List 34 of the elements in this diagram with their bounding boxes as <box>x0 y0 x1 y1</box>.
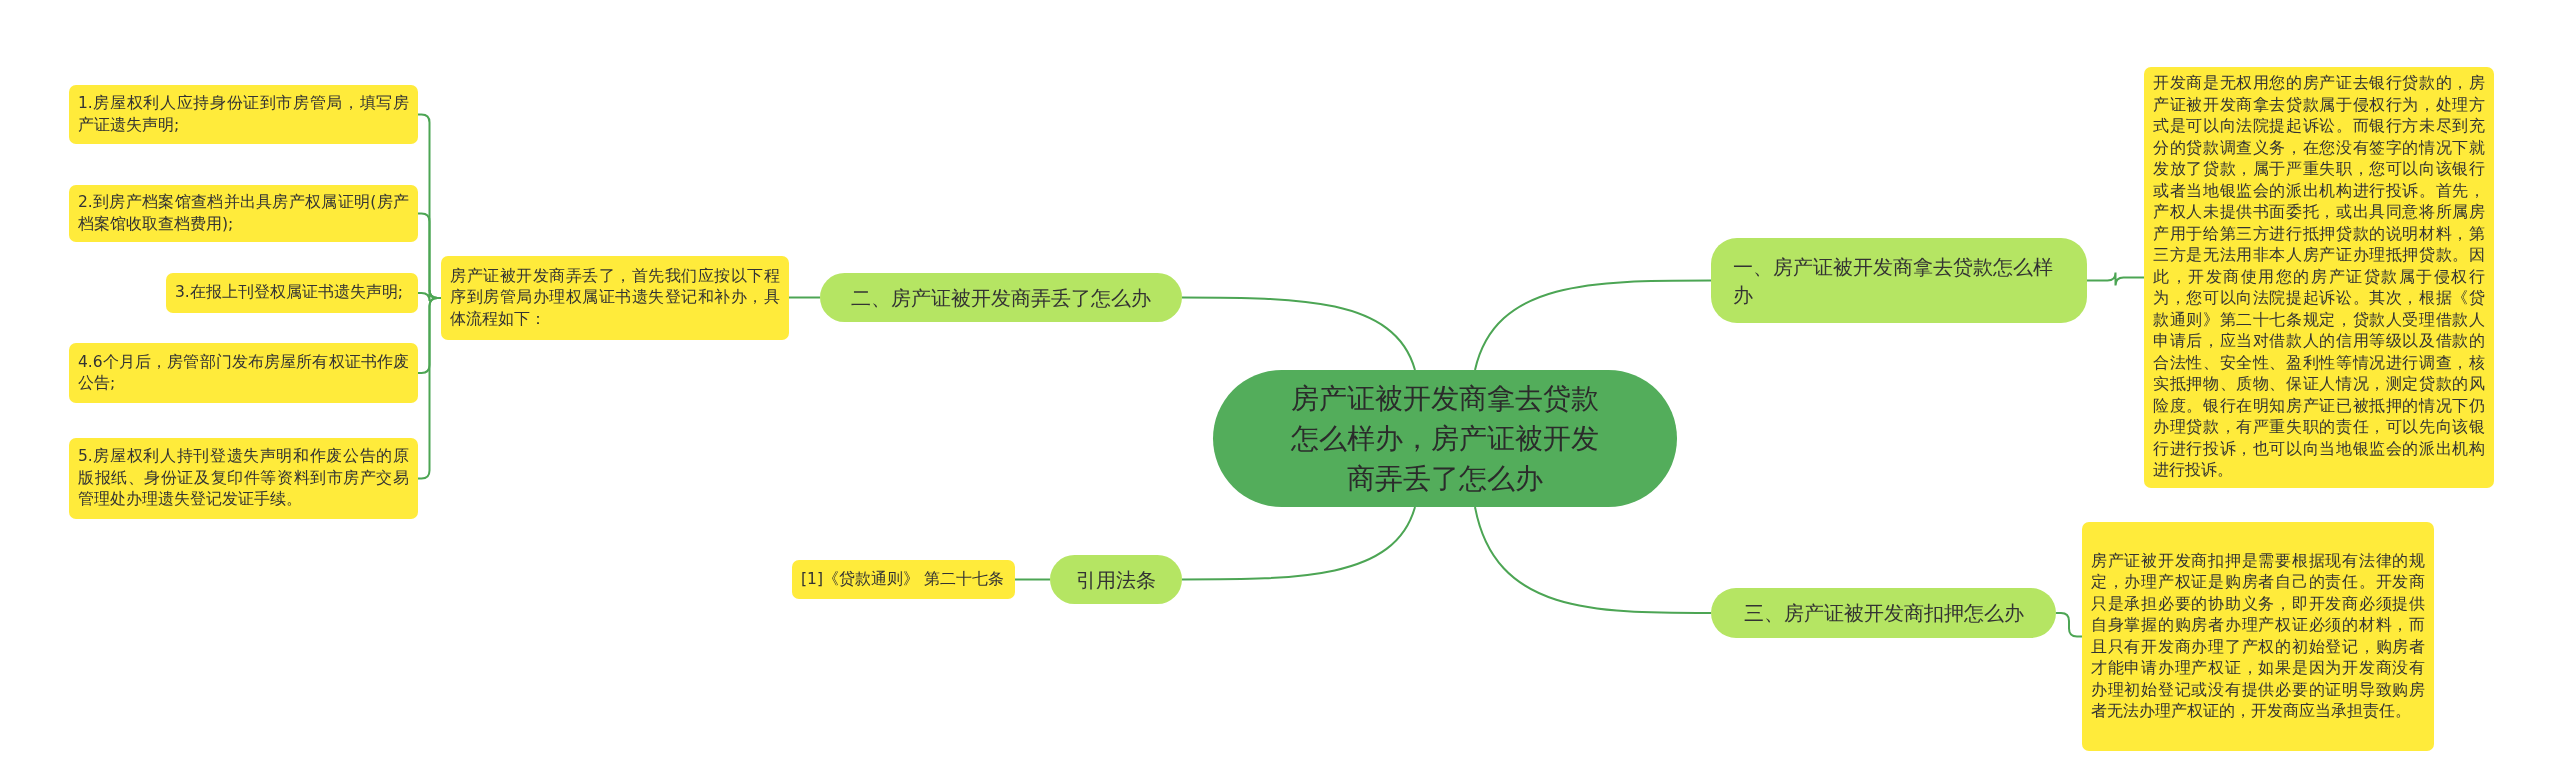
connector-line <box>1474 506 1712 614</box>
branch-topic <box>820 273 1182 322</box>
topic-text: 4.6个月后，房管部门发布房屋所有权证书作废公告; <box>78 351 409 394</box>
connector-line <box>1474 279 1712 371</box>
connector-line <box>788 296 821 299</box>
branch-topic <box>1711 588 2056 638</box>
topic-text: 5.房屋权利人持刊登遗失声明和作废公告的原版报纸、身份证及复印件等资料到市房产交易管理处办理遗失登记发证手续。 <box>78 446 409 511</box>
topic-text: [1]《贷款通则》 第二十七条 <box>801 568 1004 590</box>
topic-text: 2.到房产档案馆查档并出具房产权属证明(房产档案馆收取查档费用); <box>78 192 409 235</box>
connector-line <box>1014 578 1051 581</box>
note-card <box>792 560 1015 599</box>
note-card <box>69 85 418 144</box>
connector-line <box>1181 296 1416 371</box>
topic-text: 3.在报上刊登权属证书遗失声明; <box>175 282 403 304</box>
topic-text: 房产证被开发商弄丢了，首先我们应按以下程序到房管局办理权属证书遗失登记和补办，具体流程如下： <box>450 265 780 330</box>
note-card <box>441 256 789 340</box>
branch-topic <box>1711 238 2087 323</box>
topic-text: 房产证被开发商拿去贷款怎么样办，房产证被开发商弄丢了怎么办 <box>1290 380 1600 497</box>
note-card <box>69 343 418 403</box>
note-card <box>69 185 418 242</box>
topic-text: 1.房屋权利人应持身份证到市房管局，填写房产证遗失声明; <box>78 93 409 136</box>
note-card <box>166 273 418 313</box>
branch-topic <box>1050 555 1182 604</box>
connector-line <box>2086 271 2145 287</box>
note-card <box>69 438 418 519</box>
topic-text: 二、房产证被开发商弄丢了怎么办 <box>851 284 1151 312</box>
note-card <box>2082 522 2434 751</box>
topic-text: 引用法条 <box>1076 566 1156 594</box>
connector-line <box>1181 506 1416 581</box>
connector-line <box>2055 612 2083 638</box>
topic-text: 一、房产证被开发商拿去贷款怎么样办 <box>1733 253 2054 309</box>
topic-text: 三、房产证被开发商扣押怎么办 <box>1743 600 2024 627</box>
topic-text: 开发商是无权用您的房产证去银行贷款的，房产证被开发商拿去贷款属于侵权行为，处理方式是可以向法院提起诉讼。而银行方未尽到充分的贷款调查义务，在您没有签字的情况下就发放了贷款，属于严重失职，您可以向该银行或者当地银监会的派出机构进行投诉。首先，产权人未提供书面委托，或出具同意将所属房产用于给第三方进行抵押贷款的说明材料，第三方是无法用非本人房产证办理抵押贷款。因此，开发商使用您的房产证贷款属于侵权行为，您可以向法院提起诉讼。其次，根据《贷款通则》第二十七条规定，贷款人受理借款人申请后，应当对借款人的信用等级以及借款的合法性、安全性、盈利性等情况进行调查，核实抵押物、质物、保证人情况，测定贷款的风险度。银行在明知房产证已被抵押的情况下仍办理贷款，有严重失职的责任，可以先向该银行进行投诉，也可以向当地银监会的派出机构进行投诉。 <box>2153 73 2485 481</box>
topic-text: 房产证被开发商扣押是需要根据现有法律的规定，办理产权证是购房者自己的责任。开发商只是承担必要的协助义务，即开发商必须提供自身掌握的购房者办理产权证必须的材料，而且只有开发商办理了产权的初始登记，购房者才能申请办理产权证，如果是因为开发商没有办理初始登记或没有提供必要的证明导致购房者无法办理产权证的，开发商应当承担责任。 <box>2091 550 2425 722</box>
